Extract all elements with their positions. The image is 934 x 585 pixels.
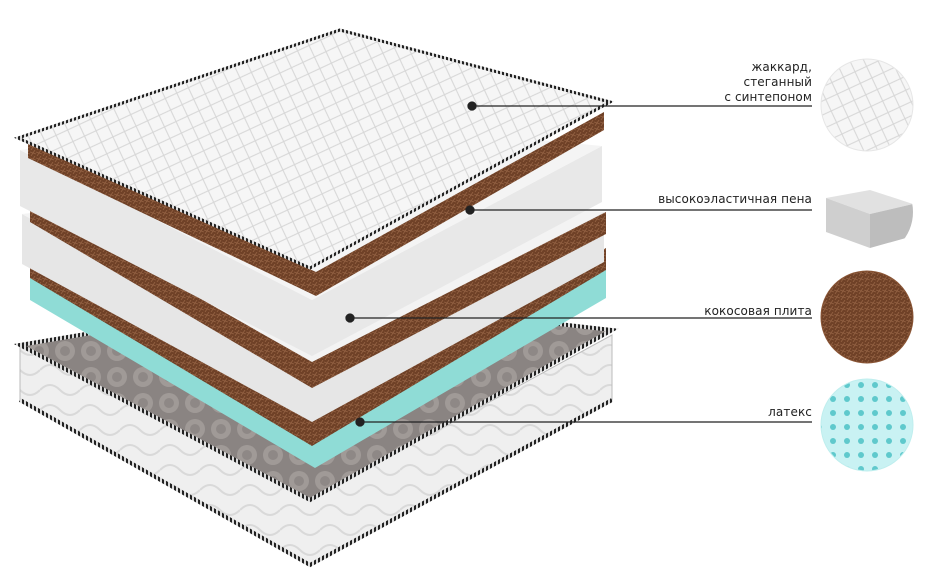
label-coconut: кокосовая плита bbox=[704, 304, 812, 319]
quilted-fabric-swatch-icon bbox=[821, 59, 913, 151]
label-foam: высокоэластичная пена bbox=[658, 192, 812, 207]
latex-perforated-swatch-icon bbox=[821, 379, 913, 471]
label-latex: латекс bbox=[768, 405, 812, 420]
label-jacquard-line-1: жаккард, bbox=[724, 60, 812, 75]
label-jacquard: жаккард, стеганный с синтепоном bbox=[724, 60, 812, 105]
label-coconut-line-1: кокосовая плита bbox=[704, 304, 812, 319]
foam-block-swatch-icon bbox=[821, 166, 913, 258]
label-foam-line-1: высокоэластичная пена bbox=[658, 192, 812, 207]
coconut-fiber-swatch-icon bbox=[821, 271, 913, 363]
label-latex-line-1: латекс bbox=[768, 405, 812, 420]
label-jacquard-line-3: с синтепоном bbox=[724, 90, 812, 105]
label-jacquard-line-2: стеганный bbox=[724, 75, 812, 90]
